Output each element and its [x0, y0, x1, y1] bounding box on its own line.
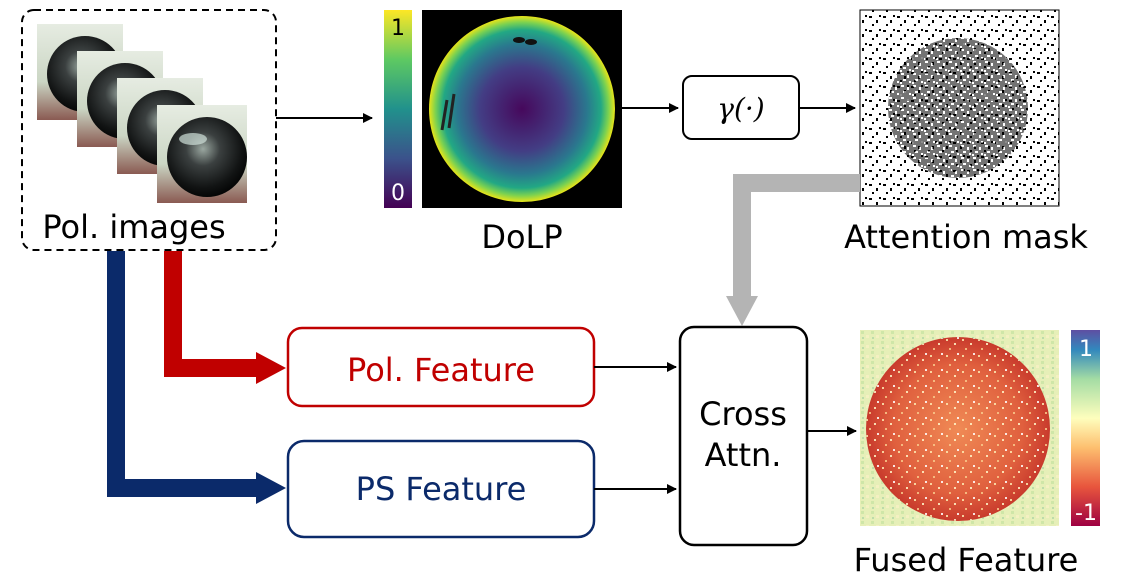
noise-mask-icon — [859, 9, 1060, 207]
fused-colorbar — [1071, 330, 1100, 526]
attention-mask-label: Attention mask — [844, 218, 1088, 256]
arrow-mask-to-cross-attn — [726, 174, 860, 326]
fused-heatmap-icon — [860, 330, 1059, 526]
ps-feature-label: PS Feature — [356, 470, 527, 508]
dolp-map-icon — [422, 10, 622, 208]
dolp-colorbar-max: 1 — [391, 16, 405, 41]
pol-feature-label: Pol. Feature — [347, 351, 535, 389]
pol-images-dashed-box — [21, 9, 277, 251]
fused-feature-group: 1 -1 Fused Feature — [854, 330, 1100, 579]
dolp-colorbar-min: 0 — [391, 181, 405, 206]
dolp-colorbar — [384, 10, 412, 208]
fused-colorbar-min: -1 — [1075, 501, 1097, 526]
pol-feature-block: Pol. Feature — [286, 326, 596, 408]
sphere-photo-stack-icon — [37, 24, 247, 203]
cross-attn-line2: Attn. — [705, 436, 782, 474]
gamma-label: γ(·) — [717, 92, 764, 125]
dolp-group: 1 0 DoLP — [384, 10, 622, 256]
arrow-images-to-ps-feature — [107, 251, 286, 504]
pol-images-label: Pol. images — [42, 208, 225, 246]
gamma-block: γ(·) — [682, 75, 800, 140]
dolp-label: DoLP — [481, 218, 562, 256]
fused-colorbar-max: 1 — [1079, 337, 1093, 362]
arrow-images-to-pol-feature — [164, 251, 286, 384]
fused-feature-label: Fused Feature — [854, 541, 1079, 579]
attention-mask-group: Attention mask — [844, 9, 1088, 256]
ps-feature-block: PS Feature — [286, 439, 596, 539]
cross-attn-line1: Cross — [699, 395, 787, 433]
pol-images-group: Pol. images — [21, 9, 277, 251]
cross-attn-block: Cross Attn. — [678, 325, 809, 547]
